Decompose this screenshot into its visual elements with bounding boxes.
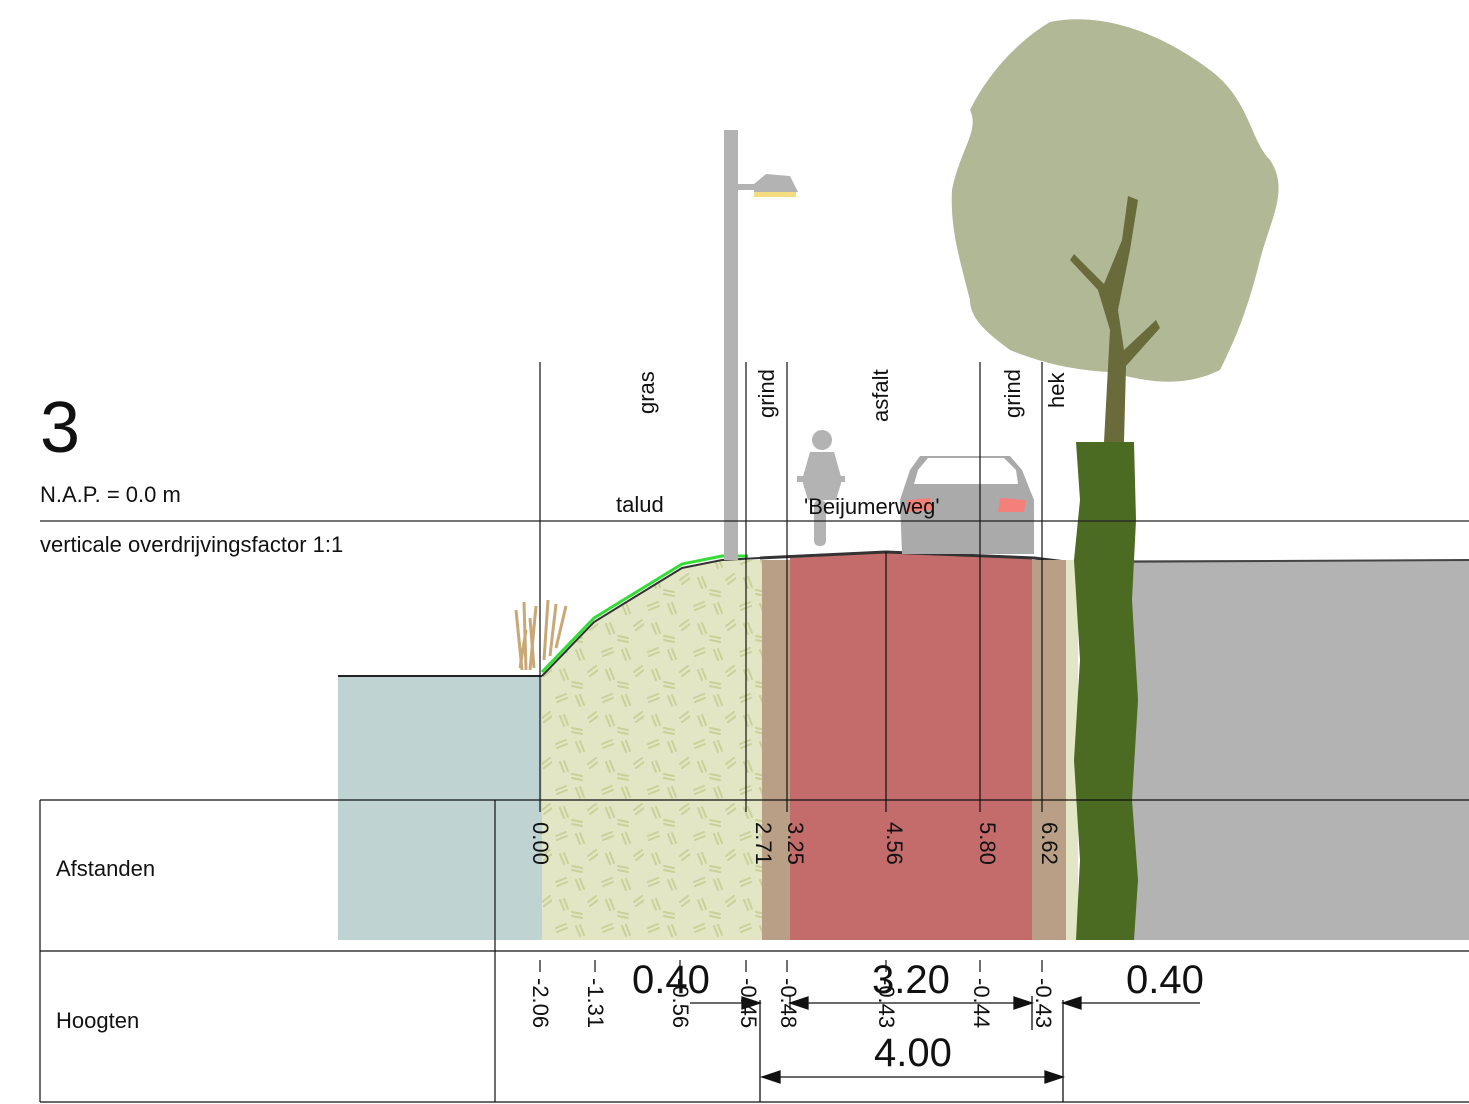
hoogte-value: -0.56: [668, 978, 693, 1028]
zone-label-hek: hek: [1044, 372, 1069, 408]
afstanden-values: 0.00 2.71 3.25 4.56 5.80 6.62: [528, 822, 1062, 865]
water-body: [338, 676, 542, 940]
hoogten-ticks: [539, 960, 1043, 972]
tree-trunk: [1070, 196, 1160, 442]
field-surface-line: [1079, 559, 1469, 563]
street-lamp: [724, 130, 798, 560]
zone-label-grind-left: grind: [754, 369, 779, 418]
afstand-value: 2.71: [751, 822, 776, 865]
zone-label-asfalt: asfalt: [868, 369, 893, 422]
afstand-value: 4.56: [882, 822, 907, 865]
verge-strip: [1066, 560, 1078, 940]
hoogte-value: -1.31: [583, 978, 608, 1028]
zone-label-gras: gras: [634, 371, 659, 414]
nap-reference: N.A.P. = 0.0 m: [40, 482, 181, 507]
dimension-asfalt: 3.20: [872, 958, 950, 1002]
zone-label-grind-right: grind: [1000, 369, 1025, 418]
label-talud: talud: [616, 492, 664, 517]
zone-boundaries: [539, 362, 1043, 812]
dimension-grind-right: 0.40: [1126, 958, 1204, 1002]
label-road-name: 'Beijumerweg': [804, 494, 940, 519]
tree-crown: [951, 19, 1279, 382]
hoogte-value: -0.43: [1031, 978, 1056, 1028]
data-table: [39, 799, 1469, 1103]
hedge: [1074, 442, 1138, 940]
dimension-total: 4.00: [874, 1031, 952, 1075]
afstand-value: 3.25: [783, 822, 808, 865]
field-right: [1130, 560, 1469, 940]
dimension-grind-left: 0.40: [632, 958, 710, 1002]
embankment-hatch: [542, 560, 762, 940]
hoogten-row-label: Hoogten: [56, 1008, 139, 1033]
asphalt-road: [790, 553, 1032, 940]
afstanden-row-label: Afstanden: [56, 856, 155, 881]
dimension-lines: [690, 996, 1200, 1102]
afstand-value: 6.62: [1037, 822, 1062, 865]
gravel-right: [1032, 560, 1066, 940]
car-silhouette: [900, 456, 1034, 554]
reed-plants: [514, 599, 568, 671]
afstand-value: 0.00: [528, 822, 553, 865]
gravel-left: [762, 560, 790, 940]
exaggeration-factor: verticale overdrijvingsfactor 1:1: [40, 532, 343, 557]
cyclist-silhouette: [797, 430, 845, 546]
profile-number: 3: [40, 388, 80, 468]
afstand-value: 5.80: [975, 822, 1000, 865]
hoogte-value: -2.06: [528, 978, 553, 1028]
